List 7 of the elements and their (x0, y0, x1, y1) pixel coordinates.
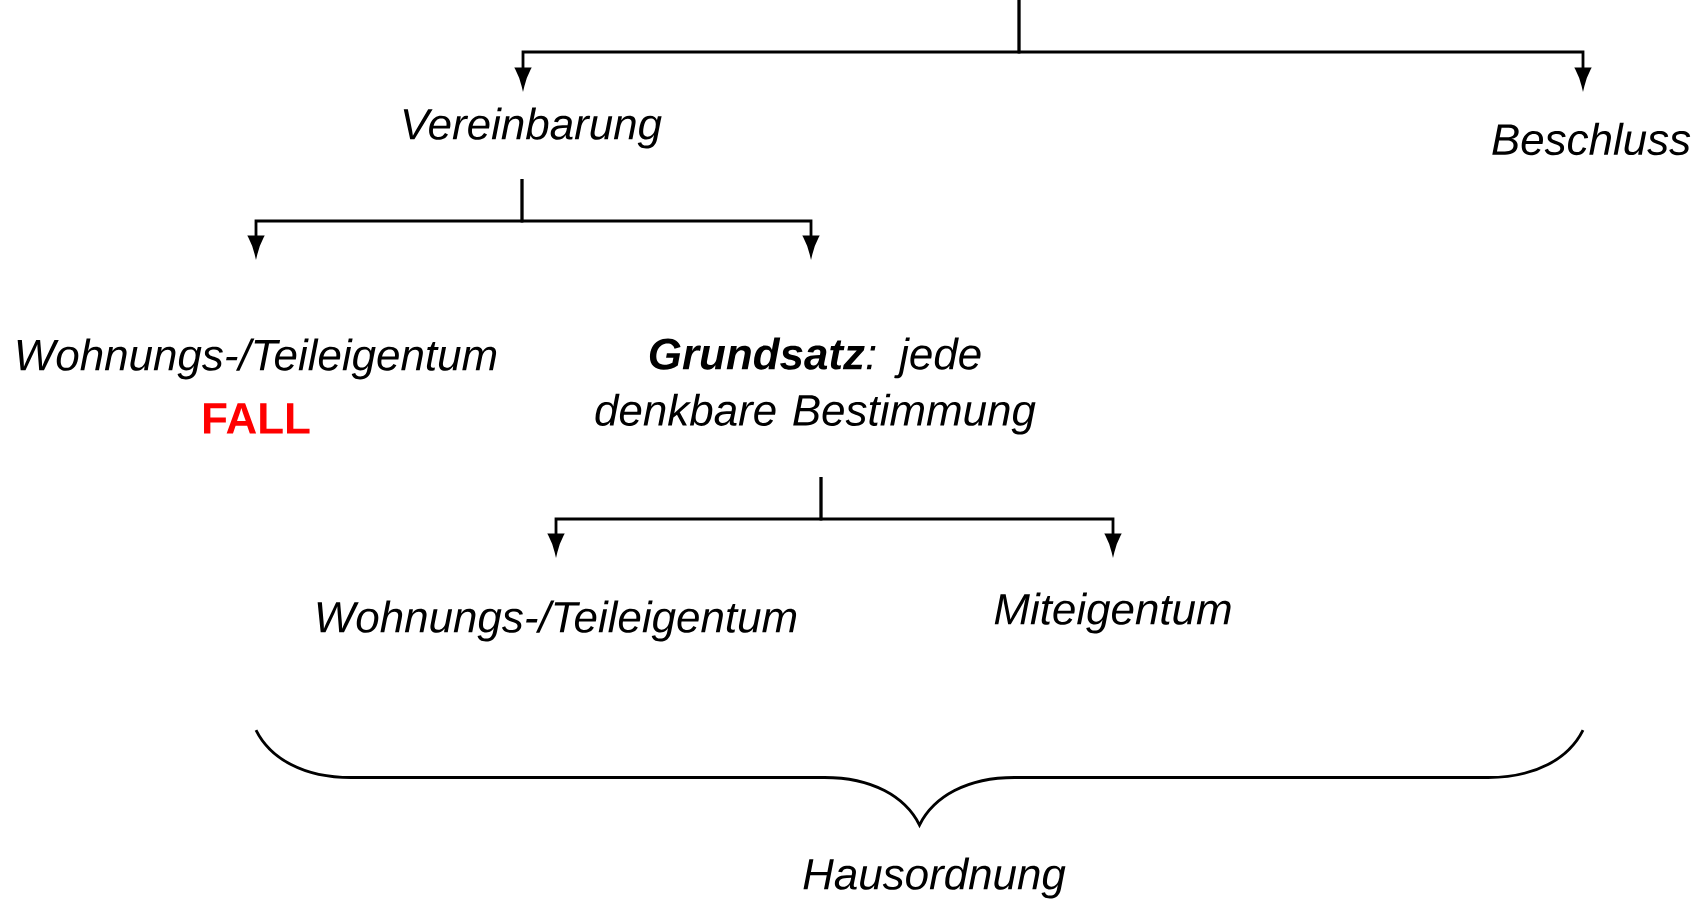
text-label: Wohnungs-/Teileigentum FALL (17, 338, 497, 434)
text-label: Miteigentum (994, 592, 1231, 634)
text-label: Wohnungs-/Teileigentum (317, 600, 797, 642)
text-label: Vereinbarung (403, 107, 662, 149)
text-label: Beschluss (1492, 122, 1691, 156)
text-label: Grundsatz: jede denkbare Bestimmung (595, 337, 1036, 435)
brace-label: Hausordnung (803, 857, 1066, 899)
